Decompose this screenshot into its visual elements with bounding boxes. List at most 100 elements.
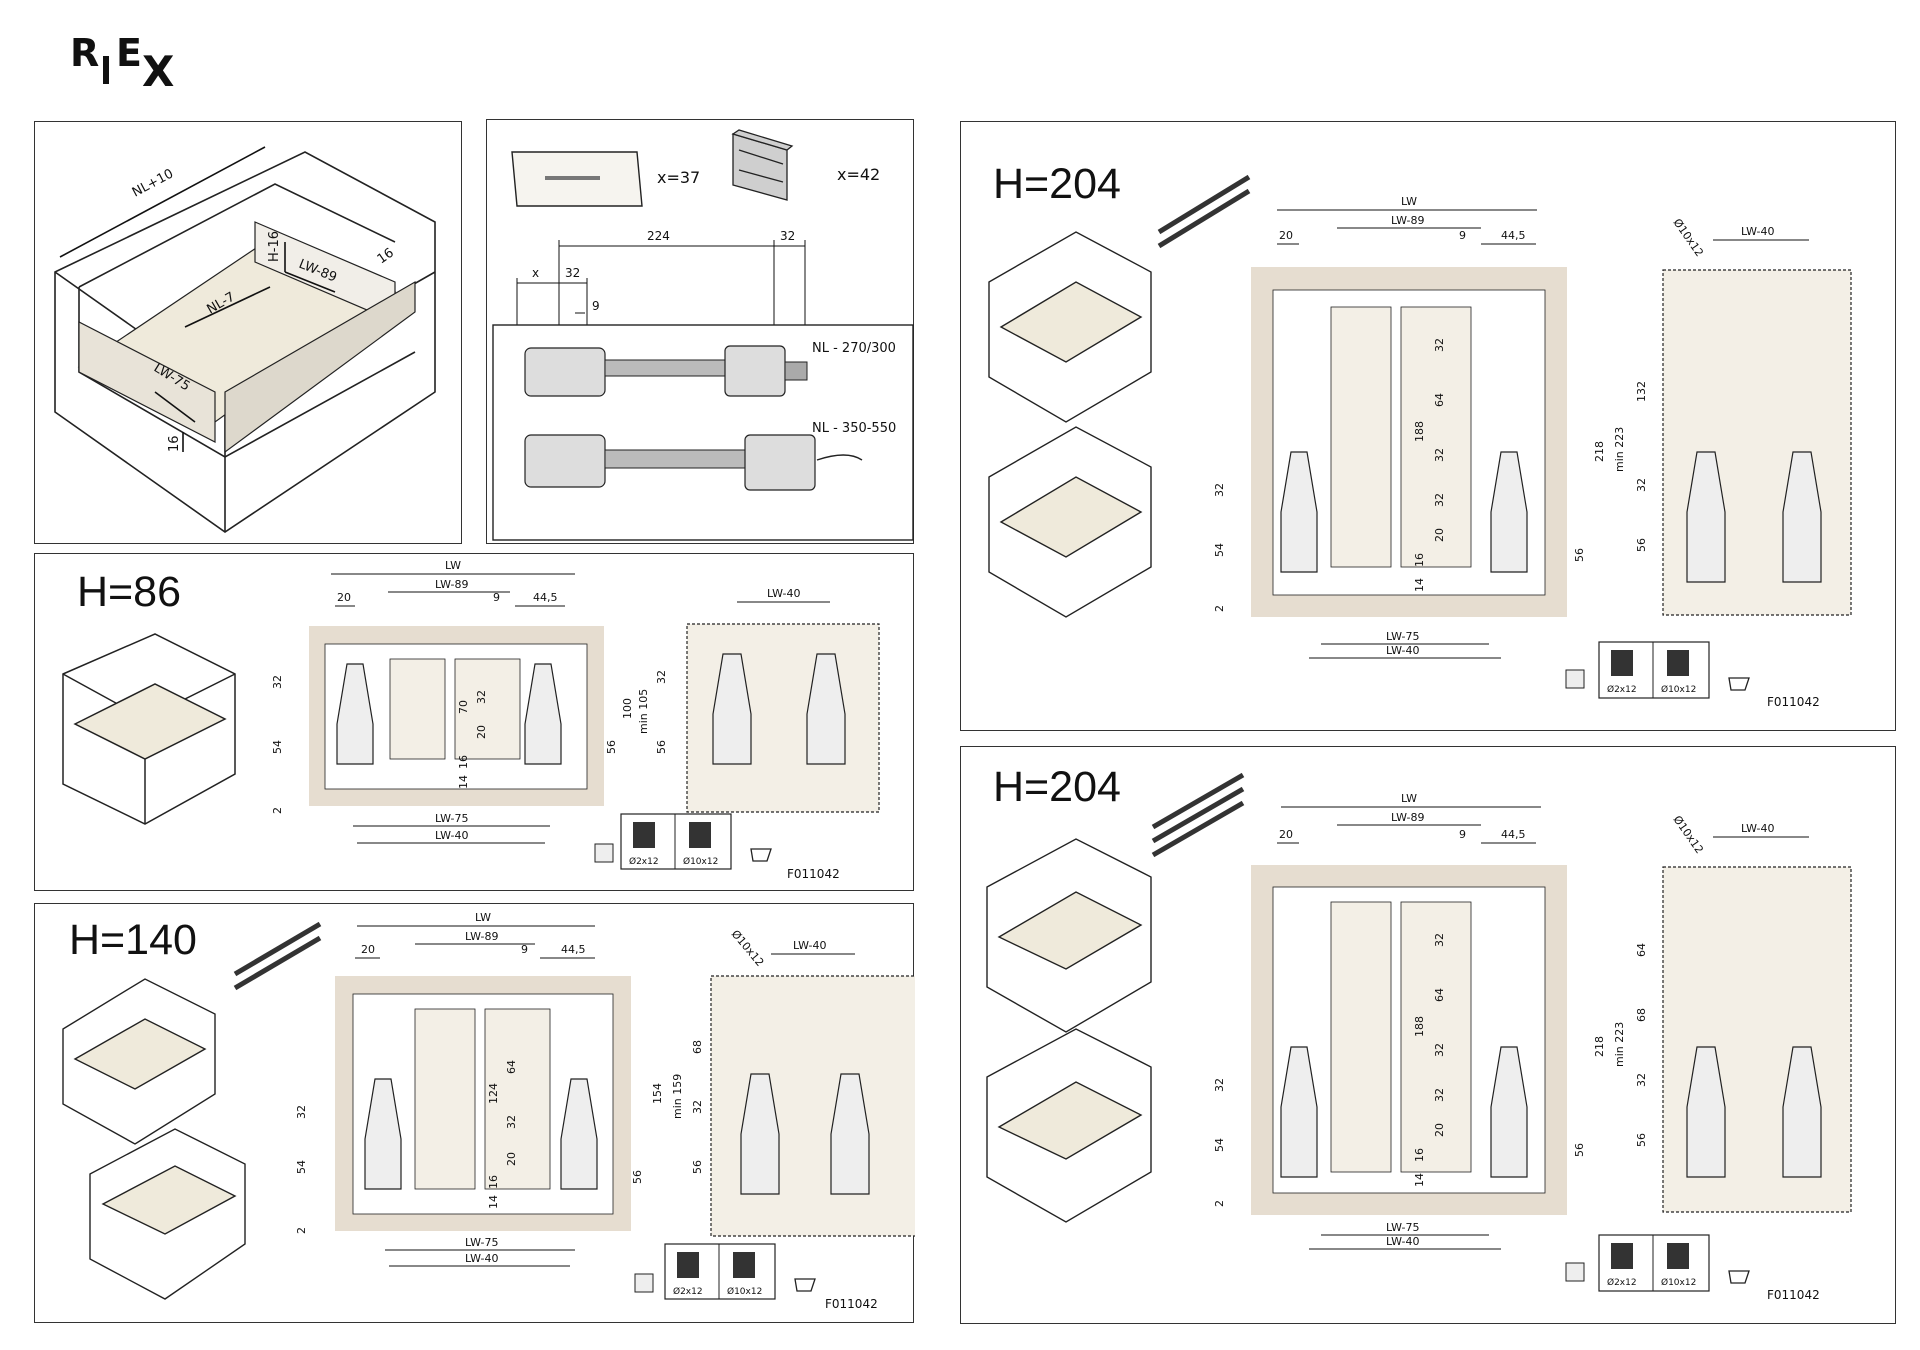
h86-dim-9: 9 bbox=[493, 591, 500, 604]
h204a-drawer-icon-1 bbox=[988, 231, 1152, 423]
h140-dim-lw: LW bbox=[475, 911, 491, 924]
h204b-dim-16: 16 bbox=[1413, 1148, 1426, 1162]
h86-drawing: LW LW-89 20 9 44,5 LW-75 LW-40 32 54 2 7… bbox=[62, 559, 880, 881]
h204b-panel: H=204 bbox=[960, 746, 1896, 1324]
front-fixing-drawing: x=37 x=42 224 32 x 32 9 bbox=[492, 129, 914, 541]
h86-panel: H=86 LW LW-89 20 9 bbox=[34, 553, 914, 891]
h204b-back-drill: Ø10x12 bbox=[1671, 813, 1706, 856]
h204b-dim-lw40: LW-40 bbox=[1386, 1235, 1420, 1248]
h204b-dim-64: 64 bbox=[1433, 988, 1446, 1002]
h86-dim-32-left: 32 bbox=[271, 675, 284, 689]
h140-dim-lw89: LW-89 bbox=[465, 930, 499, 943]
h140-dim-20: 20 bbox=[361, 943, 375, 956]
h140-dim-lw40: LW-40 bbox=[465, 1252, 499, 1265]
h140-screw1: Ø2x12 bbox=[673, 1286, 703, 1297]
h204a-dim-64: 64 bbox=[1433, 393, 1446, 407]
h204b-dim-32c: 32 bbox=[1433, 1088, 1446, 1102]
runner-short bbox=[524, 345, 808, 397]
h204b-screw2-icon bbox=[1667, 1243, 1689, 1269]
h140-dim-20-inner: 20 bbox=[505, 1152, 518, 1166]
dim-9: 9 bbox=[592, 299, 600, 313]
h204a-dim-2: 2 bbox=[1213, 605, 1226, 612]
dim-16-b: 16 bbox=[167, 435, 182, 452]
h140-title: H=140 bbox=[69, 916, 197, 964]
h86-drawer-icon bbox=[62, 633, 236, 825]
h204b-code: F011042 bbox=[1767, 1288, 1820, 1302]
dim-x: x bbox=[532, 266, 539, 280]
h204b-screw1-icon bbox=[1611, 1243, 1633, 1269]
h204b-drawer-icon-2 bbox=[986, 1028, 1152, 1223]
h140-back-68: 68 bbox=[691, 1040, 704, 1054]
h86-dim-16: 16 bbox=[457, 755, 470, 769]
h86-code: F011042 bbox=[787, 867, 840, 881]
h204b-dim-32b: 32 bbox=[1433, 1043, 1446, 1057]
h86-cart-icon bbox=[750, 848, 772, 862]
h140-dim-154: 154 bbox=[651, 1083, 664, 1104]
dim-32-top: 32 bbox=[780, 229, 795, 243]
h204a-title: H=204 bbox=[993, 160, 1121, 208]
h204a-screw2-icon bbox=[1667, 650, 1689, 676]
h140-dim-lw75: LW-75 bbox=[465, 1236, 499, 1249]
h204b-back-lw40: LW-40 bbox=[1741, 822, 1775, 835]
h140-drawer-icon-2 bbox=[89, 1128, 246, 1300]
h204a-back-132: 132 bbox=[1635, 381, 1648, 402]
h140-drawing: LW LW-89 20 9 44,5 LW-75 LW-40 32 54 2 1… bbox=[62, 911, 915, 1311]
h204a-back-56: 56 bbox=[1635, 538, 1648, 552]
h204b-back-68: 68 bbox=[1635, 1008, 1648, 1022]
h204a-dim-lw75: LW-75 bbox=[1386, 630, 1420, 643]
h204b-dim-lw75: LW-75 bbox=[1386, 1221, 1420, 1234]
h204b-screw2: Ø10x12 bbox=[1661, 1277, 1696, 1288]
h204a-dim-56: 56 bbox=[1573, 548, 1586, 562]
h204b-screw1: Ø2x12 bbox=[1607, 1277, 1637, 1288]
h204a-dim-9: 9 bbox=[1459, 229, 1466, 242]
h204a-back-lw40: LW-40 bbox=[1741, 225, 1775, 238]
drawer-overview-drawing: NL+10 H-16 LW-89 16 NL-7 LW-75 16 bbox=[54, 146, 436, 533]
x37-label: x=37 bbox=[657, 168, 700, 187]
runner-long bbox=[524, 434, 863, 491]
h204b-cart-icon bbox=[1728, 1270, 1750, 1284]
h204a-dim-min223: min 223 bbox=[1613, 427, 1626, 472]
h204b-dim-lw89: LW-89 bbox=[1391, 811, 1425, 824]
x42-label: x=42 bbox=[837, 165, 880, 184]
h86-back-32: 32 bbox=[655, 670, 668, 684]
h204b-drawing: LW LW-89 20 9 44,5 LW-75 LW-40 32 54 2 1… bbox=[986, 772, 1852, 1302]
h140-back-drill: Ø10x12 bbox=[729, 928, 767, 969]
h140-back-lw40: LW-40 bbox=[793, 939, 827, 952]
h204a-dim-20-inner: 20 bbox=[1433, 528, 1446, 542]
riex-logo: R E X bbox=[70, 31, 174, 96]
h204b-dim-14: 14 bbox=[1413, 1173, 1426, 1187]
h86-box-icon bbox=[594, 843, 614, 863]
h204b-dim-54: 54 bbox=[1213, 1138, 1226, 1152]
h204b-rails-icon bbox=[1151, 772, 1245, 858]
h204a-screw2: Ø10x12 bbox=[1661, 684, 1696, 695]
h140-panel: H=140 LW bbox=[34, 903, 915, 1323]
h140-cart-icon bbox=[794, 1278, 816, 1292]
h140-dim-54: 54 bbox=[295, 1160, 308, 1174]
h204a-back-32: 32 bbox=[1635, 478, 1648, 492]
h140-dim-124: 124 bbox=[487, 1083, 500, 1104]
dim-224: 224 bbox=[647, 229, 670, 243]
h204b-dim-20: 20 bbox=[1279, 828, 1293, 841]
h86-dim-56: 56 bbox=[605, 740, 618, 754]
h204a-back-drill: Ø10x12 bbox=[1671, 216, 1706, 259]
h204a-dim-16: 16 bbox=[1413, 553, 1426, 567]
h86-back-lw40: LW-40 bbox=[767, 587, 801, 600]
h204a-cart-icon bbox=[1728, 677, 1750, 691]
nl-short-label: NL - 270/300 bbox=[812, 341, 896, 356]
h204a-dim-20: 20 bbox=[1279, 229, 1293, 242]
h204b-dim-9: 9 bbox=[1459, 828, 1466, 841]
h86-dim-2: 2 bbox=[271, 807, 284, 814]
h204a-dim-32b: 32 bbox=[1433, 448, 1446, 462]
h204a-dim-32a: 32 bbox=[1433, 338, 1446, 352]
h204a-dim-32c: 32 bbox=[1433, 493, 1446, 507]
front-bracket-icon bbox=[731, 129, 794, 201]
h86-back-56: 56 bbox=[655, 740, 668, 754]
svg-text:X: X bbox=[142, 47, 174, 96]
h204b-dim-188: 188 bbox=[1413, 1016, 1426, 1037]
h140-dim-445: 44,5 bbox=[561, 943, 586, 956]
h204b-dim-218: 218 bbox=[1593, 1036, 1606, 1057]
h86-dim-54: 54 bbox=[271, 740, 284, 754]
h140-screw1-icon bbox=[677, 1252, 699, 1278]
h140-dim-64: 64 bbox=[505, 1060, 518, 1074]
h204b-dim-lw: LW bbox=[1401, 792, 1417, 805]
